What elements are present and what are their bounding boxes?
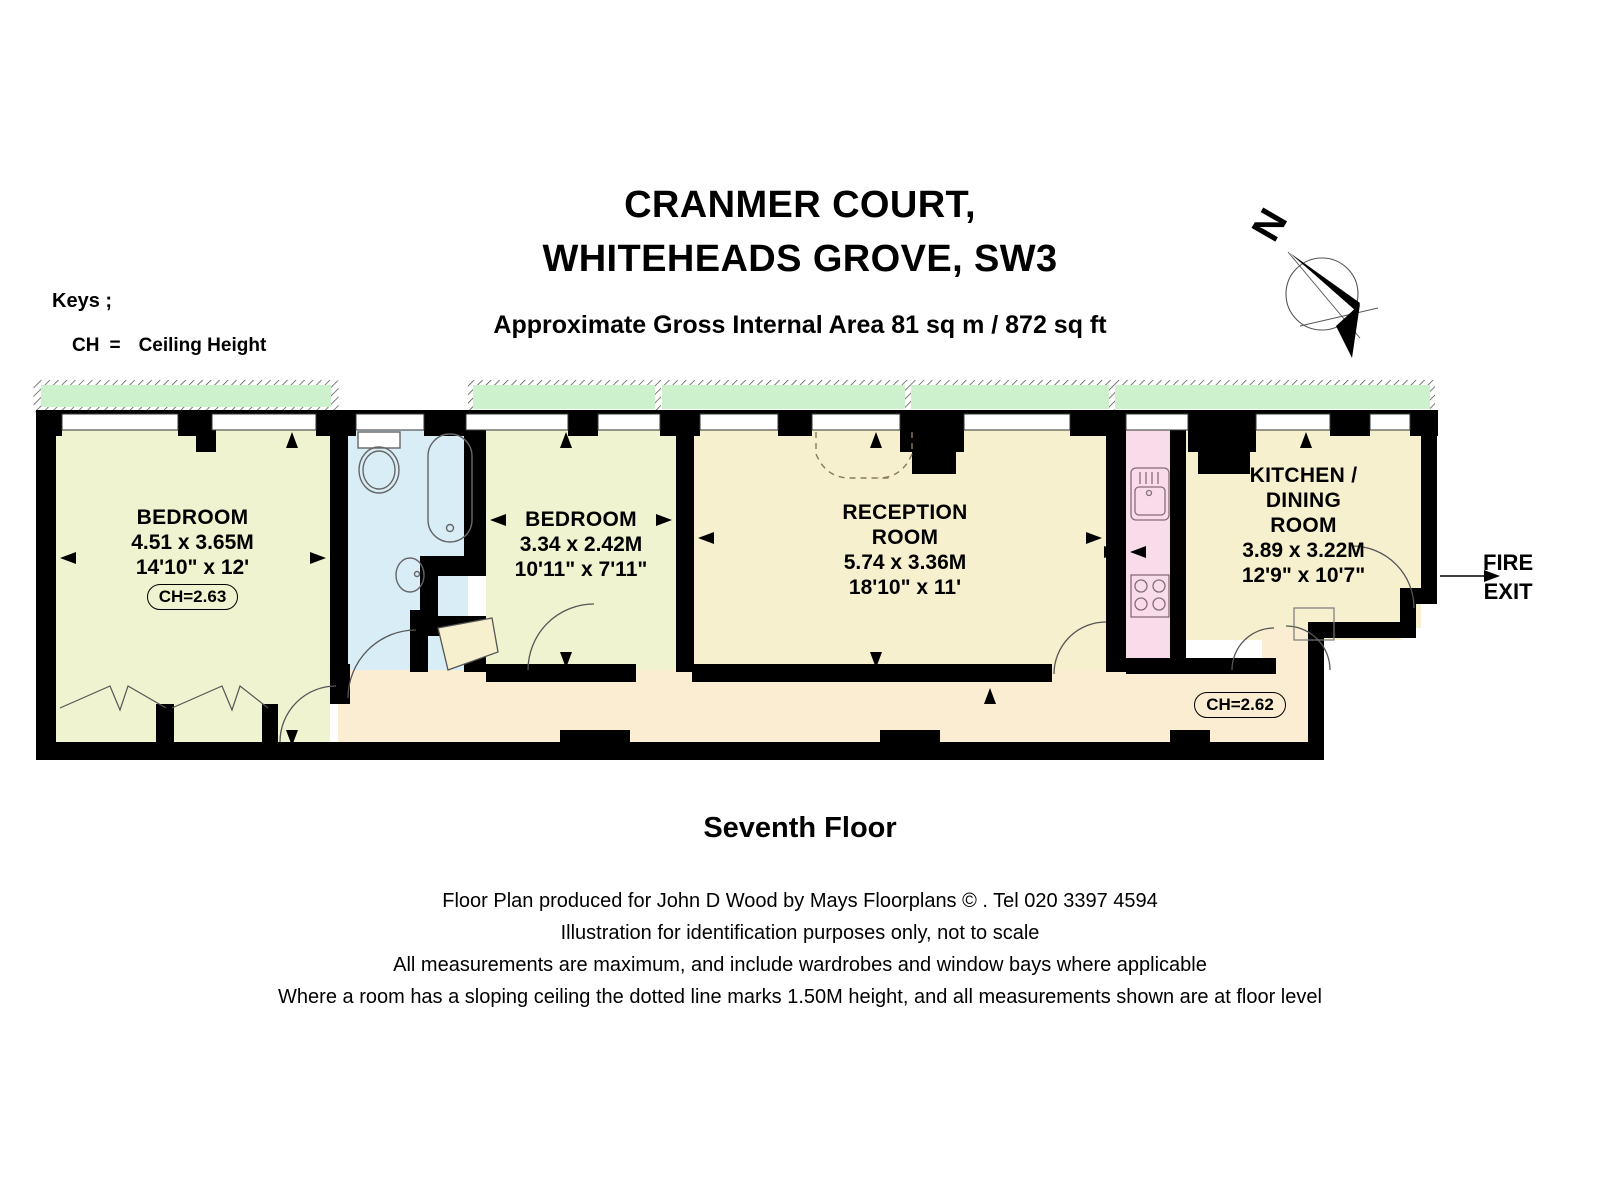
bedroom-2-fill xyxy=(486,428,676,672)
footer-line-4: Where a room has a sloping ceiling the d… xyxy=(278,986,1322,1008)
bedroom-2-metric: 3.34 x 2.42M xyxy=(519,533,643,556)
bedroom-wardrobes xyxy=(59,685,269,712)
page-title: CRANMER COURT, WHITEHEADS GROVE, SW3 xyxy=(0,178,1600,286)
bedroom-1-metric: 4.51 x 3.65M xyxy=(131,531,254,554)
keys-ceiling-height-row: CH = Ceiling Height xyxy=(72,333,266,359)
compass-icon: N xyxy=(1244,201,1379,358)
footer-line-2: Illustration for identification purposes… xyxy=(560,922,1040,944)
reception-room-metric: 5.74 x 3.36M xyxy=(843,551,967,574)
kitchen-dining-name-line-1: KITCHEN / xyxy=(1249,464,1358,487)
fire-exit-line-1: FIRE xyxy=(1483,550,1534,575)
kitchen-dining-metric: 3.89 x 3.22M xyxy=(1242,539,1365,562)
kitchen-fixtures xyxy=(1130,467,1170,618)
floor-plan-drawing: BEDROOM 4.51 x 3.65M 14'10" x 12' CH=2.6… xyxy=(0,370,1600,790)
kitchen-dining-imperial: 12'9" x 10'7" xyxy=(1241,564,1366,587)
bedroom-1-ceiling-height: CH=2.63 xyxy=(146,584,239,610)
keys-definition: Ceiling Height xyxy=(138,335,267,356)
hallway-ceiling-height-label: CH=2.62 xyxy=(1175,688,1305,718)
reception-room-name-line-2: ROOM xyxy=(871,526,939,549)
galley-kitchen-fill xyxy=(1125,428,1173,658)
reception-room-imperial: 18'10" x 11' xyxy=(848,576,962,599)
bedroom-2-imperial: 10'11" x 7'11" xyxy=(514,558,648,581)
gross-internal-area: Approximate Gross Internal Area 81 sq m … xyxy=(493,311,1107,339)
title-line-1: CRANMER COURT, xyxy=(624,184,976,226)
walls xyxy=(36,410,1438,760)
title-line-2: WHITEHEADS GROVE, SW3 xyxy=(542,238,1058,280)
basin-icon xyxy=(395,557,425,593)
footer-line-3: All measurements are maximum, and includ… xyxy=(393,954,1207,976)
footer-notes: Floor Plan produced for John D Wood by M… xyxy=(0,885,1600,1013)
kitchen-dining-name-line-2: DINING xyxy=(1265,489,1342,512)
doors xyxy=(279,545,1415,743)
hallway-ceiling-height: CH=2.62 xyxy=(1194,692,1286,718)
sink-icon xyxy=(1130,467,1170,521)
kitchen-units xyxy=(1293,607,1335,641)
fire-exit-label: FIRE EXIT xyxy=(1483,548,1533,606)
dimension-arrows xyxy=(60,432,1312,746)
dotted-sloping-ceiling-line xyxy=(815,432,913,479)
reception-room-name-line-1: RECEPTION xyxy=(842,501,968,524)
floor-plan-svg xyxy=(33,380,1500,760)
keys-heading: Keys ; xyxy=(52,290,113,312)
bedroom-2-name: BEDROOM xyxy=(525,508,637,531)
reception-fill xyxy=(692,428,1110,672)
compass-north-label: N xyxy=(1248,201,1296,248)
bedroom-1-imperial: 14'10" x 12' xyxy=(135,556,250,579)
fire-exit-line-2: EXIT xyxy=(1483,579,1533,604)
windows xyxy=(61,413,1411,431)
toilet-icon xyxy=(358,446,400,494)
bedroom-1-name: BEDROOM xyxy=(136,506,249,529)
kitchen-dining-name-line-3: ROOM xyxy=(1270,514,1337,537)
reception-room-label: RECEPTION ROOM 5.74 x 3.36M 18'10" x 11' xyxy=(760,500,1050,600)
kitchen-dining-room-label: KITCHEN / DINING ROOM 3.89 x 3.22M 12'9"… xyxy=(1186,463,1421,588)
bedroom-1-label: BEDROOM 4.51 x 3.65M 14'10" x 12' CH=2.6… xyxy=(55,505,330,610)
keys-equals: = xyxy=(109,335,121,356)
bedroom-1-fill xyxy=(56,428,330,760)
compass-rose: N xyxy=(1244,198,1379,363)
balcony-strips xyxy=(33,380,1435,412)
cistern-icon xyxy=(357,431,401,449)
bedroom-2-label: BEDROOM 3.34 x 2.42M 10'11" x 7'11" xyxy=(486,507,676,582)
footer-line-1: Floor Plan produced for John D Wood by M… xyxy=(442,890,1158,912)
keys-abbr: CH xyxy=(72,335,100,356)
floor-caption: Seventh Floor xyxy=(703,812,897,844)
keys-legend: Keys ; CH = Ceiling Height xyxy=(52,288,266,359)
hob-icon xyxy=(1130,574,1170,618)
bath-icon xyxy=(427,433,473,543)
bathroom-fixtures xyxy=(357,431,473,593)
fire-exit-arrow xyxy=(1440,570,1500,582)
